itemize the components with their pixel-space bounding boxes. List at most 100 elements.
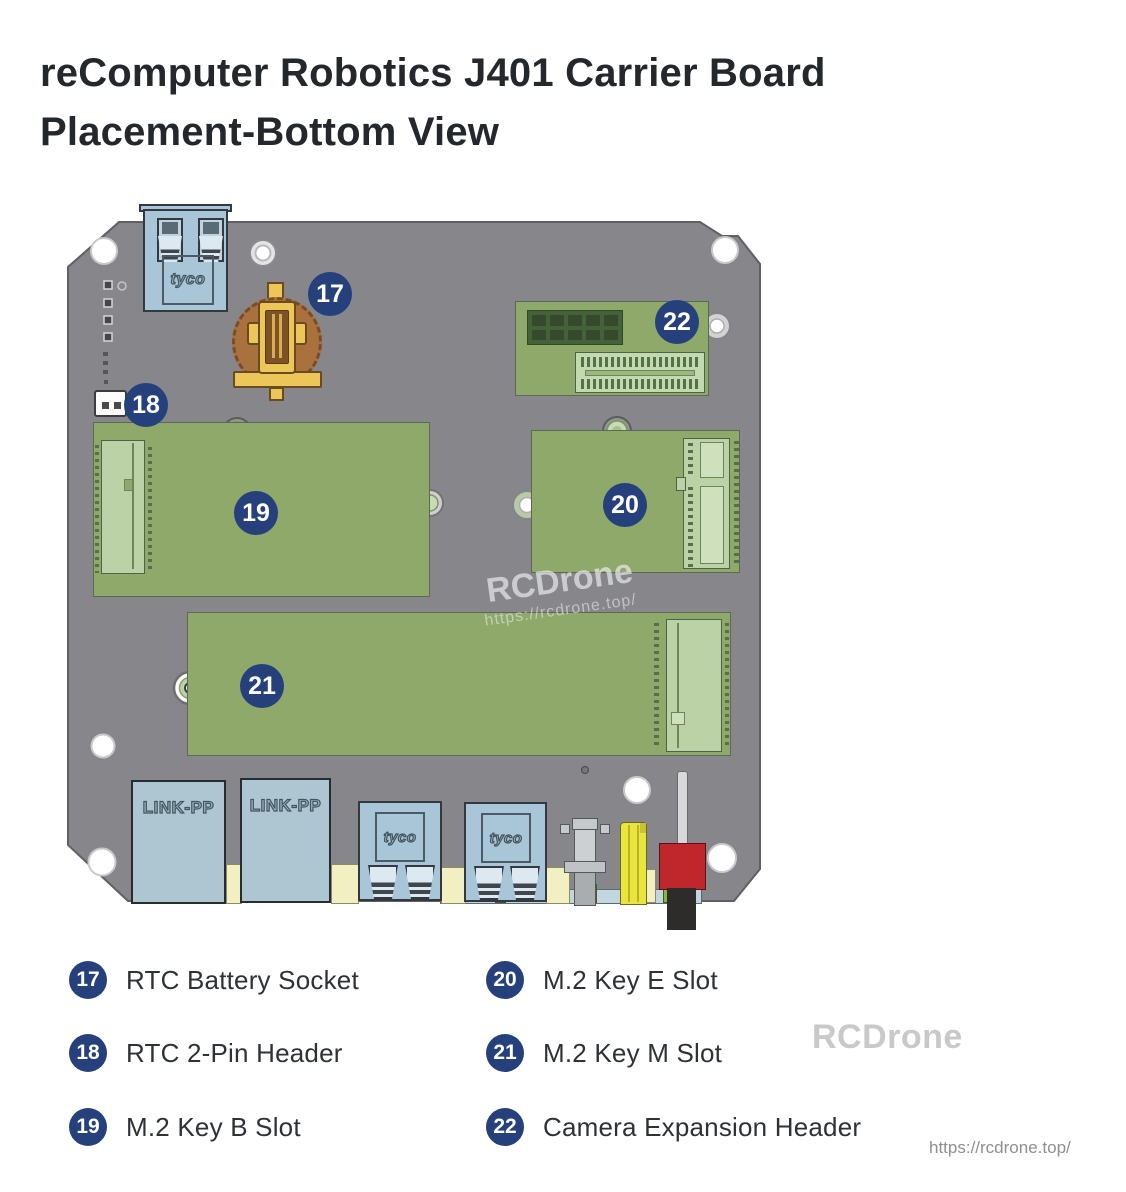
- legend-label-19: M.2 Key B Slot: [126, 1111, 301, 1142]
- tyco-brand-label: tyco: [170, 270, 206, 288]
- connector-pins: [581, 379, 699, 389]
- camera-pin-grid: [527, 310, 623, 345]
- yellow-component: [620, 822, 647, 905]
- rtc-2pin-header: [94, 390, 127, 417]
- connector-pins: [581, 357, 699, 367]
- connector-line: [132, 443, 134, 569]
- legend-item-20: 20 M.2 Key E Slot: [486, 961, 718, 999]
- legend-item-22: 22 Camera Expansion Header: [486, 1108, 861, 1146]
- solder-pad: [331, 864, 359, 904]
- connector-center: [585, 370, 695, 376]
- page-title: reComputer Robotics J401 Carrier Board P…: [40, 44, 1040, 162]
- legend-badge-22: 22: [486, 1108, 524, 1146]
- usb-stack-connector: tyco: [464, 802, 547, 902]
- connector-pins: [95, 445, 99, 573]
- metal-tab: [600, 824, 610, 834]
- link-pp-label: LINK-PP: [249, 795, 322, 815]
- screw: [703, 312, 731, 340]
- legend-label-21: M.2 Key M Slot: [543, 1037, 723, 1068]
- key-notch: [671, 712, 685, 725]
- usb-prong: [368, 865, 398, 899]
- legend-item-17: 17 RTC Battery Socket: [69, 961, 359, 999]
- legend-label-20: M.2 Key E Slot: [543, 964, 718, 995]
- legend-badge-18: 18: [69, 1034, 107, 1072]
- usb-prong-slot: [162, 222, 178, 234]
- metal-tab: [560, 824, 570, 834]
- legend-badge-19: 19: [69, 1108, 107, 1146]
- mounting-hole: [90, 733, 116, 759]
- battery-contact: [272, 314, 275, 358]
- legend-label-17: RTC Battery Socket: [126, 964, 359, 995]
- yellow-notch: [640, 823, 646, 833]
- yellow-seam: [637, 825, 639, 902]
- black-base: [667, 888, 696, 930]
- callout-20: 20: [603, 483, 647, 527]
- yellow-seam: [628, 825, 630, 902]
- battery-clip-bottom-tab: [269, 387, 284, 401]
- mounting-hole: [623, 776, 651, 804]
- connector-pins: [654, 623, 659, 747]
- legend-item-21: 21 M.2 Key M Slot: [486, 1034, 722, 1072]
- tyco-label-box: tyco: [375, 812, 425, 862]
- battery-contact: [279, 314, 282, 358]
- metal-component: [560, 816, 610, 906]
- legend-badge-21: 21: [486, 1034, 524, 1072]
- page-title-line2: Placement-Bottom View: [40, 110, 500, 154]
- legend-item-18: 18 RTC 2-Pin Header: [69, 1034, 343, 1072]
- red-component: [659, 843, 706, 890]
- connector-pins: [148, 447, 152, 569]
- usb-prong: [405, 865, 435, 899]
- mounting-hole: [711, 236, 739, 264]
- tyco-label-box: tyco: [481, 813, 531, 863]
- test-pad: [117, 281, 127, 291]
- callout-19: 19: [234, 491, 278, 535]
- usb-connector-top: tyco: [143, 209, 228, 312]
- m2-key-b-connector: [101, 440, 145, 574]
- legend-badge-17: 17: [69, 961, 107, 999]
- usb-prong: [510, 866, 540, 900]
- link-pp-label: LINK-PP: [142, 797, 215, 817]
- solder-dots: [103, 352, 108, 384]
- connector-block: [700, 486, 724, 564]
- callout-21: 21: [240, 664, 284, 708]
- antenna-rod: [677, 771, 688, 847]
- mounting-hole: [90, 237, 118, 265]
- footer-url: https://rcdrone.top/: [929, 1138, 1071, 1157]
- m2-key-e-connector: [676, 438, 730, 569]
- key-notch: [676, 477, 686, 491]
- legend-label-22: Camera Expansion Header: [543, 1111, 862, 1142]
- key-notch: [124, 479, 133, 491]
- callout-17: 17: [308, 272, 352, 316]
- connector-pins: [734, 441, 739, 565]
- m2-key-m-connector: [666, 619, 722, 752]
- connector-pins: [688, 487, 693, 567]
- via-hole: [580, 765, 590, 775]
- usb-prong-tip: [199, 236, 223, 262]
- mounting-hole: [87, 847, 117, 877]
- usb-prong: [157, 218, 183, 262]
- tyco-brand-label: tyco: [383, 828, 417, 846]
- usb-prong-slot: [203, 222, 219, 234]
- tyco-brand-label: tyco: [489, 829, 523, 847]
- solder-pad: [441, 867, 466, 904]
- metal-base: [574, 872, 596, 906]
- mounting-hole: [707, 843, 737, 873]
- callout-22: 22: [655, 300, 699, 344]
- m2-key-b-board: [93, 422, 430, 597]
- screw: [249, 239, 277, 267]
- battery-clip-slot: [265, 310, 289, 364]
- rtc-battery-socket: [225, 275, 335, 405]
- test-pads: [103, 280, 113, 342]
- callout-18: 18: [124, 383, 168, 427]
- camera-btb-connector: [575, 352, 705, 393]
- connector-block: [700, 442, 724, 478]
- header-pin: [102, 402, 109, 409]
- connector-pins: [688, 443, 693, 475]
- connector-pins: [725, 623, 729, 747]
- ethernet-jack: LINK-PP: [240, 778, 331, 903]
- usb-prong: [474, 866, 504, 900]
- tyco-label-box: tyco: [162, 255, 214, 305]
- page-title-line1: reComputer Robotics J401 Carrier Board: [40, 51, 826, 95]
- usb-stack-connector: tyco: [358, 801, 442, 901]
- connector-line: [677, 623, 679, 748]
